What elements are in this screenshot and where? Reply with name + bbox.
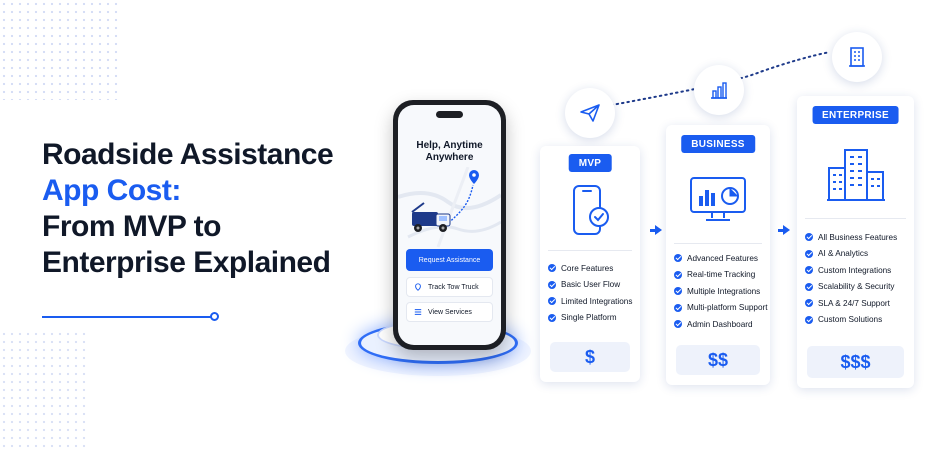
tier-divider <box>805 218 906 219</box>
feature-item: All Business Features <box>805 229 910 246</box>
tier-price-mvp: $ <box>550 342 630 372</box>
tier-label-business: BUSINESS <box>681 135 755 153</box>
feature-text: Basic User Flow <box>561 280 621 290</box>
check-icon <box>548 313 556 322</box>
track-tow-truck-option[interactable]: Track Tow Truck <box>406 277 493 297</box>
check-icon <box>548 264 556 273</box>
tier-divider <box>548 250 632 251</box>
feature-text: Limited Integrations <box>561 296 633 306</box>
track-tow-truck-label: Track Tow Truck <box>428 283 479 291</box>
headline-line-4: Enterprise Explained <box>42 246 331 279</box>
feature-item: Multi-platform Support <box>674 300 768 317</box>
tier-feature-list-business: Advanced Features Real-time Tracking Mul… <box>674 250 768 333</box>
check-icon <box>805 266 813 275</box>
feature-text: Real-time Tracking <box>687 270 756 280</box>
feature-item: Limited Integrations <box>548 293 636 310</box>
headline-underline-dot <box>210 312 219 321</box>
tier-price-enterprise: $$$ <box>807 346 904 378</box>
check-icon <box>674 320 682 329</box>
feature-item: Custom Solutions <box>805 312 910 329</box>
check-icon <box>548 297 556 306</box>
feature-text: Admin Dashboard <box>687 319 753 329</box>
tier-price-business: $$ <box>676 345 760 375</box>
page-headline: Roadside Assistance App Cost: From MVP t… <box>42 137 382 281</box>
location-pin-icon <box>415 283 421 291</box>
feature-item: Multiple Integrations <box>674 283 766 300</box>
feature-item: Advanced Features <box>674 250 766 267</box>
monitor-chart-icon <box>690 177 746 221</box>
feature-item: Scalability & Security <box>805 279 910 296</box>
feature-item: Real-time Tracking <box>674 267 766 284</box>
phone-notch <box>436 111 463 118</box>
map-illustration <box>398 167 501 248</box>
phone-mockup: Help, Anytime Anywhere Request Assistanc… <box>393 100 506 350</box>
paper-plane-icon <box>580 104 600 122</box>
view-services-label: View Services <box>428 308 472 316</box>
tier-feature-list-mvp: Core Features Basic User Flow Limited In… <box>548 260 636 326</box>
office-building-icon <box>849 47 865 67</box>
feature-item: Admin Dashboard <box>674 316 766 333</box>
feature-text: Advanced Features <box>687 253 759 263</box>
feature-item: Custom Integrations <box>805 262 910 279</box>
feature-text: Scalability & Security <box>818 282 895 292</box>
check-icon <box>805 315 813 324</box>
buildings-icon <box>826 149 885 201</box>
feature-item: AI & Analytics <box>805 246 910 263</box>
headline-underline <box>42 316 214 318</box>
path-step-enterprise <box>832 32 882 82</box>
check-icon <box>674 287 682 296</box>
feature-item: Basic User Flow <box>548 277 636 294</box>
feature-text: Multiple Integrations <box>687 286 761 296</box>
feature-text: Single Platform <box>561 313 617 323</box>
tier-card-mvp: MVP Core Features Basic User Flow Limite… <box>540 146 640 382</box>
arrow-right-icon <box>778 225 790 235</box>
list-icon <box>414 309 422 315</box>
tier-label-enterprise: ENTERPRISE <box>812 106 899 124</box>
feature-text: AI & Analytics <box>818 249 869 259</box>
phone-title: Help, Anytime Anywhere <box>398 140 501 164</box>
check-icon <box>805 299 813 308</box>
tier-label-mvp: MVP <box>568 154 612 172</box>
phone-screen: Help, Anytime Anywhere Request Assistanc… <box>398 105 501 345</box>
feature-item: SLA & 24/7 Support <box>805 295 910 312</box>
check-icon <box>805 233 813 242</box>
check-icon <box>674 254 682 263</box>
feature-item: Core Features <box>548 260 636 277</box>
feature-text: Custom Solutions <box>818 315 883 325</box>
decorative-dots-top-left <box>0 0 120 100</box>
phone-title-line-2: Anywhere <box>425 152 474 163</box>
headline-line-1: Roadside Assistance <box>42 138 334 171</box>
feature-text: Core Features <box>561 263 614 273</box>
feature-text: Multi-platform Support <box>687 303 768 313</box>
tier-card-business: BUSINESS Advanced Features Real-time Tra… <box>666 125 770 385</box>
feature-text: All Business Features <box>818 232 898 242</box>
tier-feature-list-enterprise: All Business Features AI & Analytics Cus… <box>805 229 910 328</box>
headline-line-2: App Cost: <box>42 174 181 207</box>
decorative-dots-bottom-left <box>0 330 90 450</box>
headline-line-3: From MVP to <box>42 210 221 243</box>
path-step-mvp <box>565 88 615 138</box>
tier-divider <box>674 243 762 244</box>
phone-title-line-1: Help, Anytime <box>416 140 483 151</box>
feature-text: SLA & 24/7 Support <box>818 298 890 308</box>
location-pin-icon <box>469 170 479 184</box>
check-icon <box>548 280 556 289</box>
view-services-option[interactable]: View Services <box>406 302 493 322</box>
path-step-business <box>694 65 744 115</box>
check-icon <box>805 282 813 291</box>
tier-card-enterprise: ENTERPRISE All Business Features AI & An… <box>797 96 914 388</box>
check-icon <box>674 270 682 279</box>
tow-truck-icon <box>411 202 451 232</box>
arrow-right-icon <box>650 225 662 235</box>
bar-chart-icon <box>711 82 727 99</box>
smartphone-check-icon <box>573 185 609 235</box>
check-icon <box>805 249 813 258</box>
feature-text: Custom Integrations <box>818 265 892 275</box>
feature-item: Single Platform <box>548 310 636 327</box>
request-assistance-button[interactable]: Request Assistance <box>406 249 493 271</box>
check-icon <box>674 303 682 312</box>
